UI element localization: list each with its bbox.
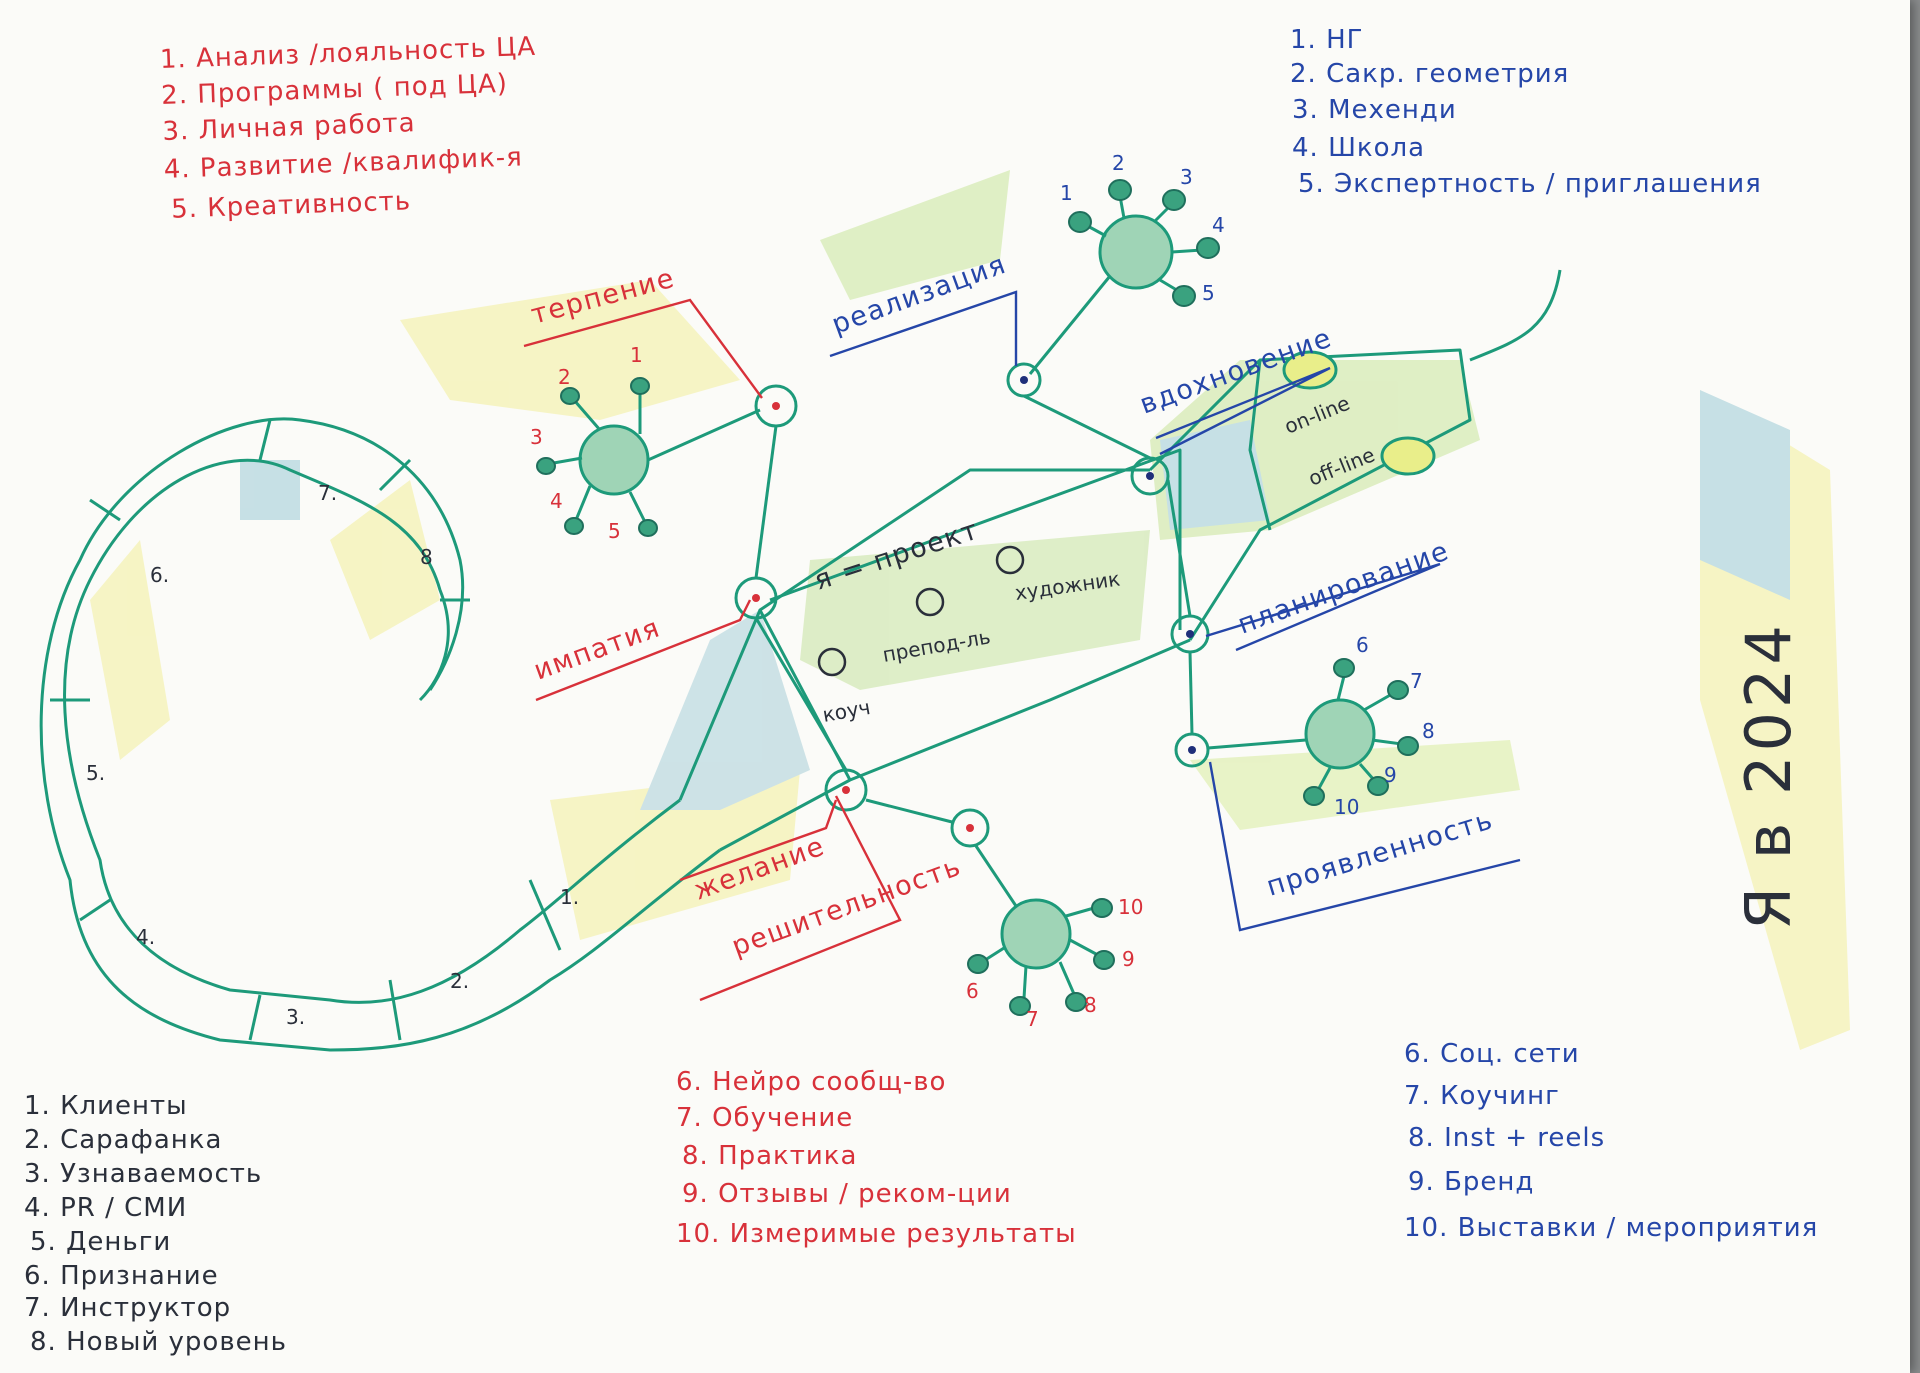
list-item: 5. Экспертность / приглашения bbox=[1298, 169, 1762, 199]
spiral-num: 3. bbox=[286, 1005, 305, 1029]
list-item: 10. Измеримые результаты bbox=[676, 1219, 1077, 1249]
flower-num: 7 bbox=[1026, 1007, 1039, 1031]
flower-num: 8 bbox=[1084, 993, 1097, 1017]
list-top-left: 1. Анализ /лояльность ЦА 2. Программы ( … bbox=[159, 32, 536, 225]
list-item: 3. Личная работа bbox=[162, 108, 416, 147]
flower-num: 10 bbox=[1118, 895, 1143, 919]
flower-num: 6 bbox=[1356, 633, 1369, 657]
pencil-shading bbox=[90, 170, 1850, 1050]
flower-num: 1 bbox=[630, 343, 643, 367]
flower-num: 5 bbox=[1202, 281, 1215, 305]
list-item: 2. Программы ( под ЦА) bbox=[161, 69, 509, 111]
list-item: 4. Развитие /квалифик-я bbox=[163, 142, 523, 185]
label-planirovanie: планирование bbox=[1234, 535, 1454, 640]
flower-num: 4 bbox=[1212, 213, 1225, 237]
list-item: 9. Бренд bbox=[1408, 1167, 1534, 1197]
list-item: 3. Мехенди bbox=[1292, 95, 1457, 125]
list-item: 4. PR / СМИ bbox=[24, 1193, 187, 1223]
spiral-num: 2. bbox=[450, 969, 469, 993]
list-bottom-center: 6. Нейро сообщ-во 7. Обучение 8. Практик… bbox=[676, 1067, 1077, 1249]
spiral-num: 6. bbox=[150, 563, 169, 587]
flower-num: 4 bbox=[550, 489, 563, 513]
list-item: 7. Обучение bbox=[676, 1103, 853, 1133]
spiral-num: 8 bbox=[420, 545, 433, 569]
body-coach: коуч bbox=[821, 695, 872, 727]
list-item: 3. Узнаваемость bbox=[24, 1159, 262, 1189]
side-title: Я в 2024 bbox=[1732, 621, 1805, 930]
list-item: 4. Школа bbox=[1292, 133, 1425, 163]
spiral-num: 5. bbox=[86, 761, 105, 785]
spiral-num: 1. bbox=[560, 885, 579, 909]
flower-num: 9 bbox=[1384, 763, 1397, 787]
flower-num: 3 bbox=[530, 425, 543, 449]
list-item: 1. Клиенты bbox=[24, 1091, 188, 1121]
flower-top-left: 1 2 3 4 5 bbox=[530, 343, 761, 543]
list-item: 6. Соц. сети bbox=[1404, 1039, 1580, 1069]
list-item: 8. Новый уровень bbox=[30, 1327, 287, 1357]
flower-num: 9 bbox=[1122, 947, 1135, 971]
flower-num: 2 bbox=[558, 365, 571, 389]
flower-bottom: 6 7 8 9 10 bbox=[966, 845, 1143, 1031]
spiral-num: 4. bbox=[136, 925, 155, 949]
list-bottom-right: 6. Соц. сети 7. Коучинг 8. Inst + reels … bbox=[1404, 1039, 1818, 1243]
list-item: 1. Анализ /лояльность ЦА bbox=[159, 32, 536, 75]
head-eyes bbox=[1282, 350, 1436, 476]
list-bottom-left: 1. Клиенты 2. Сарафанка 3. Узнаваемость … bbox=[24, 1091, 287, 1357]
list-item: 7. Инструктор bbox=[24, 1293, 231, 1323]
flower-num: 3 bbox=[1180, 165, 1193, 189]
flower-num: 1 bbox=[1060, 181, 1073, 205]
flower-num: 5 bbox=[608, 519, 621, 543]
list-item: 5. Деньги bbox=[30, 1227, 171, 1257]
flower-right: 6 7 8 9 10 bbox=[1207, 633, 1435, 819]
flower-num: 10 bbox=[1334, 795, 1359, 819]
flower-num: 7 bbox=[1410, 669, 1423, 693]
flower-top-right: 1 2 3 4 5 bbox=[1028, 151, 1225, 375]
body-circles bbox=[817, 545, 1025, 677]
flower-num: 8 bbox=[1422, 719, 1435, 743]
list-top-right: 1. НГ 2. Сакр. геометрия 3. Мехенди 4. Ш… bbox=[1290, 25, 1762, 199]
list-item: 6. Нейро сообщ-во bbox=[676, 1067, 946, 1097]
list-item: 9. Отзывы / реком-ции bbox=[682, 1179, 1012, 1209]
list-item: 8. Inst + reels bbox=[1408, 1123, 1605, 1153]
list-item: 2. Сакр. геометрия bbox=[1290, 59, 1569, 89]
list-item: 1. НГ bbox=[1290, 25, 1363, 55]
list-item: 7. Коучинг bbox=[1404, 1081, 1560, 1111]
nodes bbox=[734, 362, 1210, 848]
list-item: 8. Практика bbox=[682, 1141, 857, 1171]
list-item: 10. Выставки / мероприятия bbox=[1404, 1213, 1818, 1243]
spiral-tail bbox=[39, 417, 721, 1052]
list-item: 2. Сарафанка bbox=[24, 1125, 222, 1155]
list-item: 5. Креативность bbox=[171, 186, 412, 224]
label-lines bbox=[523, 290, 1521, 1002]
body-outline bbox=[678, 269, 1562, 852]
flower-num: 2 bbox=[1112, 151, 1125, 175]
spiral-num: 7. bbox=[318, 481, 337, 505]
flower-num: 6 bbox=[966, 979, 979, 1003]
list-item: 6. Признание bbox=[24, 1261, 219, 1291]
